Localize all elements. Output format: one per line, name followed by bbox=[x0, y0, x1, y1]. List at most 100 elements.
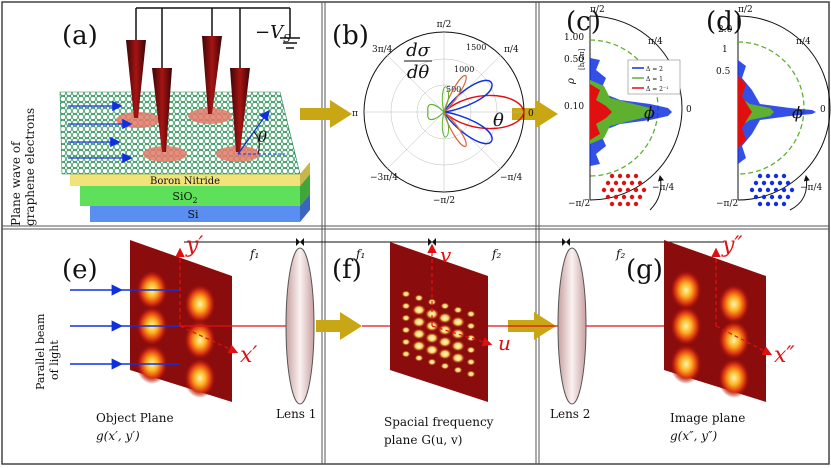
d-tick-1: 1 bbox=[722, 45, 728, 55]
sio2-layer bbox=[80, 186, 300, 206]
fourier-peak bbox=[427, 358, 437, 366]
fourier-peak bbox=[414, 294, 424, 302]
fourier-peak bbox=[401, 290, 411, 298]
arrow-e-to-f bbox=[316, 312, 362, 340]
g-axis-y: y″ bbox=[721, 233, 743, 258]
lattice-site bbox=[769, 194, 775, 200]
panel-f-letter: (f) bbox=[332, 255, 362, 285]
lens-2-label: Lens 2 bbox=[550, 407, 590, 421]
focal-line: f₁ f₁ f₂ f₂ bbox=[184, 238, 724, 261]
lattice-site bbox=[785, 194, 791, 200]
arrow-a-to-b bbox=[300, 100, 352, 128]
fourier-peak bbox=[466, 310, 476, 318]
lattice-site bbox=[617, 173, 623, 179]
c-angle-mpi4: −π/4 bbox=[652, 183, 674, 193]
panel-e-letter: (e) bbox=[62, 255, 98, 285]
e-axis-y: y′ bbox=[185, 233, 203, 258]
lattice-site bbox=[761, 194, 767, 200]
g-caption-1: Image plane bbox=[670, 411, 745, 425]
d-angle-0: 0 bbox=[820, 105, 826, 115]
f-caption-2: plane G(u, v) bbox=[384, 433, 462, 447]
fourier-peak bbox=[438, 324, 452, 336]
b-angle-pi2: π/2 bbox=[437, 20, 452, 30]
arrow-b-to-c bbox=[512, 100, 558, 128]
fourier-peak bbox=[412, 328, 426, 340]
fourier-peak bbox=[401, 350, 411, 358]
lattice-site bbox=[781, 201, 787, 207]
lattice-site bbox=[625, 201, 631, 207]
intensity-blob bbox=[184, 320, 216, 360]
fourier-peak bbox=[466, 334, 476, 342]
stm-tip-3 bbox=[202, 36, 222, 114]
lattice-site bbox=[625, 187, 631, 193]
c-angle-pi2: π/2 bbox=[590, 5, 605, 15]
fourier-peak bbox=[412, 316, 426, 328]
lens-1 bbox=[285, 247, 315, 405]
lens-2 bbox=[557, 247, 587, 405]
sio2-label: SiO2 bbox=[172, 190, 197, 205]
fourier-peak bbox=[401, 314, 411, 322]
lattice-site bbox=[765, 173, 771, 179]
d-blue-spectrum bbox=[738, 60, 816, 164]
lattice-site bbox=[769, 180, 775, 186]
fourier-peak bbox=[453, 306, 463, 314]
fourier-peak bbox=[466, 370, 476, 378]
panel-b: (b) π/2 π/4 0 −π/4 −π/2 −3π/4 π 3π/4 150… bbox=[332, 20, 534, 206]
c-tick-1: 1.00 bbox=[564, 33, 584, 43]
lattice-site bbox=[621, 194, 627, 200]
fourier-plane bbox=[390, 242, 488, 402]
fourier-peak bbox=[451, 340, 465, 352]
stm-tip-2 bbox=[152, 68, 172, 152]
lattice-site bbox=[753, 180, 759, 186]
d-blue-lattice bbox=[749, 173, 795, 207]
d-tick-2: 2.0 bbox=[718, 25, 733, 35]
lattice-site bbox=[609, 173, 615, 179]
b-angle-0: 0 bbox=[528, 109, 534, 119]
fourier-peak bbox=[414, 354, 424, 362]
fourier-peak bbox=[440, 362, 450, 370]
fourier-peak bbox=[438, 312, 452, 324]
si-layer bbox=[90, 206, 300, 222]
si-label: Si bbox=[187, 208, 199, 221]
lattice-site bbox=[773, 187, 779, 193]
b-lobe-blue-down bbox=[442, 111, 493, 145]
e-beam-label-1: Parallel beam bbox=[34, 313, 47, 390]
intensity-blob bbox=[670, 306, 702, 346]
e-caption-1: Object Plane bbox=[96, 411, 174, 425]
panel-a-side-label-2: graphene electrons bbox=[23, 108, 37, 226]
lattice-site bbox=[609, 201, 615, 207]
lattice-site bbox=[761, 180, 767, 186]
intensity-blob bbox=[184, 358, 216, 398]
c-legend-1: Δ = 2 bbox=[646, 66, 663, 73]
lattice-site bbox=[617, 201, 623, 207]
lattice-site bbox=[757, 201, 763, 207]
panel-f: (f) v u Spacial frequency plane G(u, v) bbox=[332, 242, 566, 447]
b-ylabel-den: dθ bbox=[407, 62, 430, 83]
lattice-site bbox=[781, 173, 787, 179]
c-red-spectrum bbox=[590, 84, 612, 140]
lattice-site bbox=[637, 194, 643, 200]
e-axis-x: x′ bbox=[240, 343, 257, 368]
b-angle-m3pi4: −3π/4 bbox=[370, 173, 398, 183]
lattice-site bbox=[777, 180, 783, 186]
c-angle-mpi2: −π/2 bbox=[568, 199, 590, 209]
b-angle-pi: π bbox=[352, 109, 358, 119]
d-angle-pi2: π/2 bbox=[738, 5, 753, 15]
f-caption-1: Spacial frequency bbox=[384, 415, 494, 429]
fourier-peak bbox=[412, 340, 426, 352]
c-tick-05: 0.50 bbox=[564, 55, 584, 65]
c-tick-01: 0.10 bbox=[564, 102, 584, 112]
d-red-spectrum bbox=[738, 76, 752, 148]
panel-c: (c) π/2 π/4 0 −π/4 −π/2 1.00 0.50 0.10 ρ… bbox=[564, 5, 692, 211]
f-axis-v: v bbox=[440, 243, 452, 267]
lattice-site bbox=[629, 194, 635, 200]
lattice-site bbox=[605, 194, 611, 200]
c-angle-0: 0 bbox=[686, 105, 692, 115]
c-phi-label: ϕ bbox=[644, 103, 655, 122]
fourier-peak bbox=[425, 332, 439, 344]
lattice-site bbox=[749, 187, 755, 193]
b-angle-3pi4: 3π/4 bbox=[372, 45, 393, 55]
lattice-site bbox=[785, 180, 791, 186]
stm-tip-1 bbox=[126, 40, 146, 118]
